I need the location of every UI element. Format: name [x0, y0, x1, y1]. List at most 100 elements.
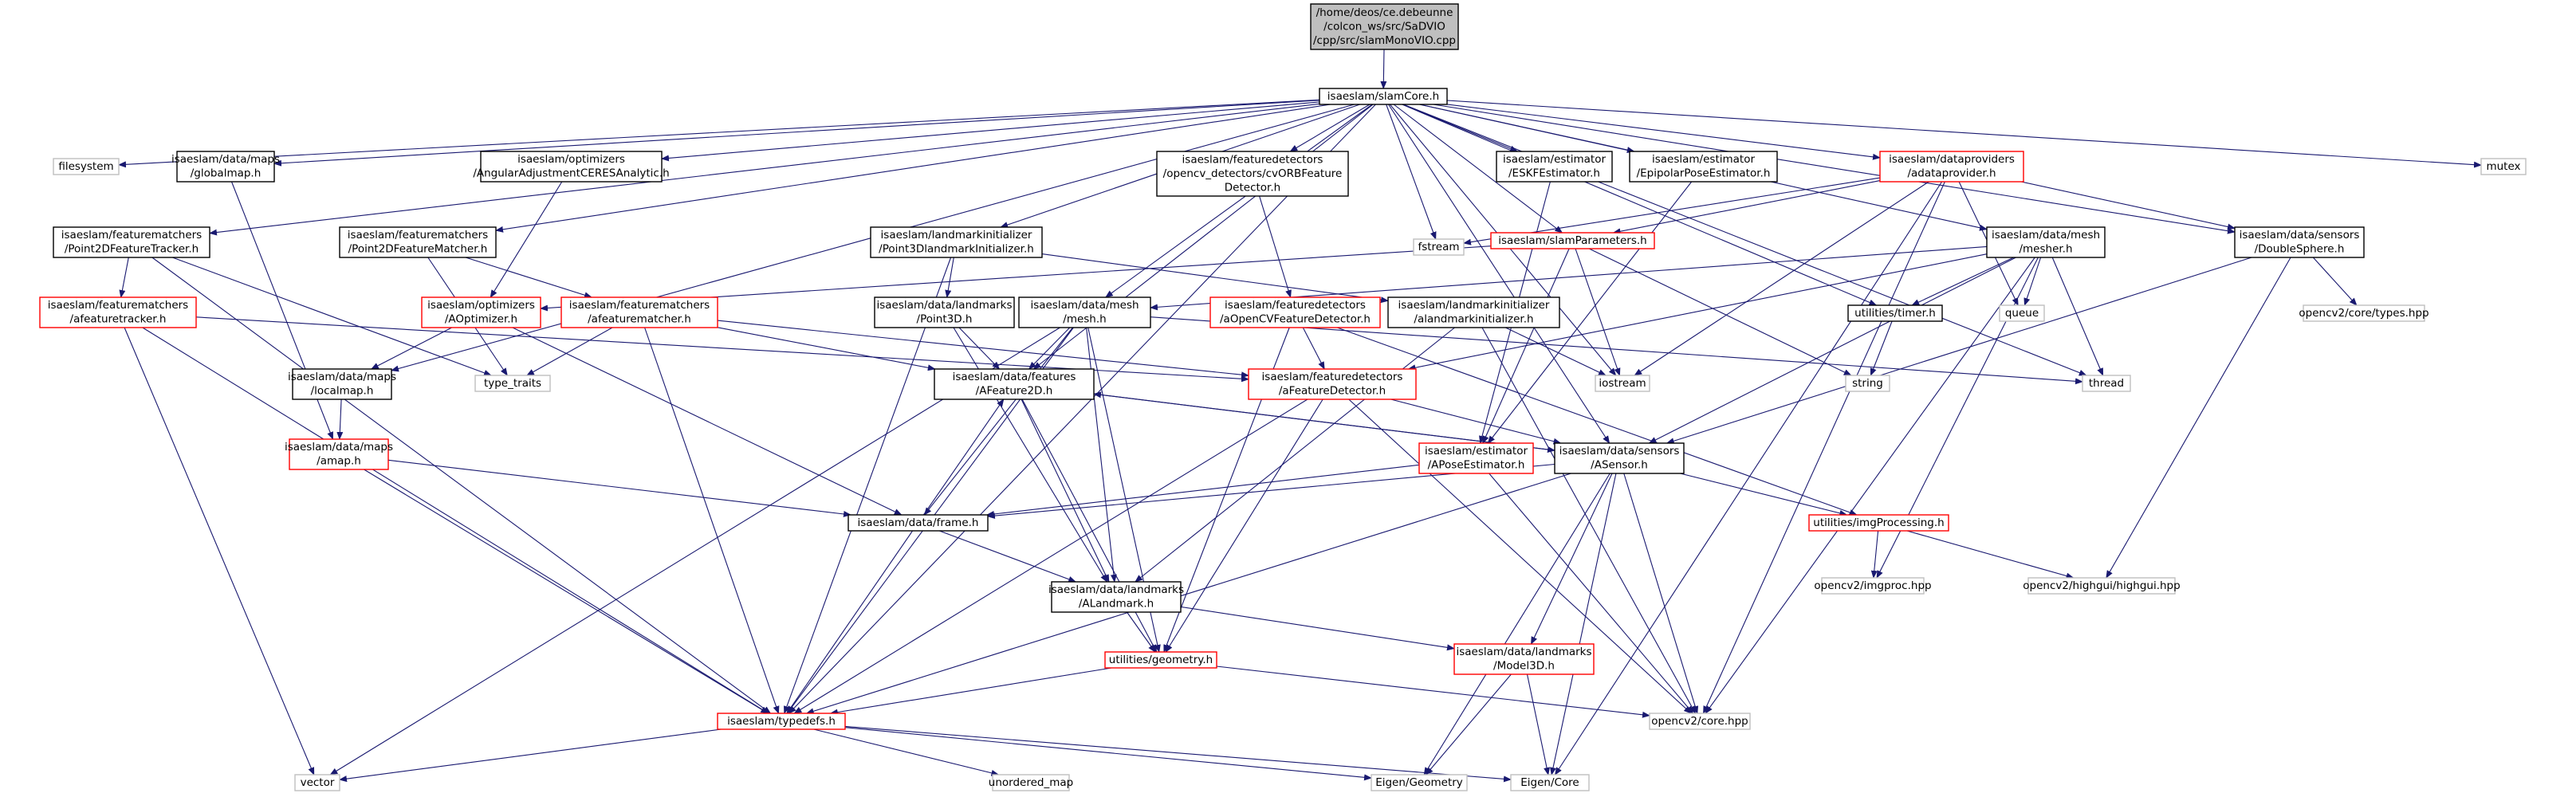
- node-box: [848, 514, 989, 532]
- node-doublesphere[interactable]: isaeslam/data/sensors/DoubleSphere.h: [2234, 226, 2365, 258]
- node-label: fstream: [1418, 241, 1459, 253]
- edge-slamCore-to-filesystem: [118, 99, 1320, 168]
- node-localmap[interactable]: isaeslam/data/maps/localmap.h: [288, 368, 396, 400]
- node-ceres[interactable]: isaeslam/optimizers/AngularAdjustmentCER…: [473, 151, 670, 183]
- node-box: [1319, 88, 1448, 105]
- node-root[interactable]: /home/deos/ce.debeunne/colcon_ws/src/SaD…: [1310, 3, 1459, 50]
- edge-adataprovider-to-eigencore: [1554, 181, 1943, 775]
- edge-mesher-to-queue: [2023, 257, 2042, 306]
- edge-typedefs-to-umap: [813, 728, 1000, 776]
- node-label: thread: [2089, 377, 2124, 390]
- node-label: isaeslam/slamParameters.h: [1498, 234, 1646, 247]
- edge-slamCore-to-mesh: [1104, 104, 1373, 298]
- node-slamCore[interactable]: isaeslam/slamCore.h: [1319, 88, 1448, 105]
- node-afeattracker[interactable]: isaeslam/featurematchers/afeaturetracker…: [39, 296, 197, 328]
- edge-mesher-to-timer: [1911, 257, 2014, 306]
- edge-timer-to-string: [1870, 320, 1893, 376]
- node-asensor[interactable]: isaeslam/data/sensors/ASensor.h: [1554, 442, 1685, 474]
- edge-asensor-to-typedefs: [805, 473, 1571, 715]
- node-cvorb[interactable]: isaeslam/featuredetectors/opencv_detecto…: [1156, 151, 1349, 197]
- node-frame[interactable]: isaeslam/data/frame.h: [848, 514, 989, 532]
- edge-mesh-to-afeature2d: [1028, 327, 1071, 370]
- edge-afeatmatcher-to-typedefs: [644, 327, 780, 714]
- node-label: isaeslam/featurematchers: [569, 299, 710, 312]
- node-mesh[interactable]: isaeslam/data/mesh/mesh.h: [1018, 296, 1151, 328]
- node-filesystem: filesystem: [53, 158, 120, 175]
- node-label: /cpp/src/slamMonoVIO.cpp: [1313, 34, 1456, 47]
- edge-afeattracker-to-typedefs: [142, 327, 769, 714]
- node-typedefs[interactable]: isaeslam/typedefs.h: [717, 713, 846, 730]
- node-label: string: [1852, 377, 1883, 390]
- node-box: [1413, 238, 1465, 256]
- node-label: isaeslam/data/sensors: [2240, 229, 2360, 241]
- node-label: isaeslam/data/maps: [285, 441, 393, 454]
- node-label: /DoubleSphere.h: [2255, 243, 2345, 256]
- node-label: /AOptimizer.h: [445, 313, 517, 326]
- node-geometry[interactable]: utilities/geometry.h: [1104, 651, 1217, 669]
- node-model3d[interactable]: isaeslam/data/landmarks/Model3D.h: [1453, 643, 1595, 675]
- node-cvimgproc: opencv2/imgproc.hpp: [1814, 577, 1932, 595]
- edge-doublesphere-to-highgui: [2106, 257, 2291, 579]
- node-label: /afeaturetracker.h: [70, 313, 167, 326]
- node-label: utilities/timer.h: [1854, 307, 1936, 320]
- node-eskf[interactable]: isaeslam/estimator/ESKFEstimator.h: [1496, 151, 1613, 183]
- node-slamParams[interactable]: isaeslam/slamParameters.h: [1490, 232, 1655, 249]
- node-afeatdet[interactable]: isaeslam/featuredetectors/aFeatureDetect…: [1248, 368, 1417, 400]
- node-globalmap[interactable]: isaeslam/data/maps/globalmap.h: [171, 151, 280, 183]
- node-label: /mesh.h: [1063, 313, 1106, 326]
- edge-p3dinit-to-point3d: [945, 257, 954, 298]
- node-p2dtracker[interactable]: isaeslam/featurematchers/Point2DFeatureT…: [53, 226, 210, 258]
- node-box: [1986, 226, 2106, 258]
- node-label: /aFeatureDetector.h: [1279, 385, 1386, 398]
- node-box: [1453, 643, 1595, 675]
- node-fstream: fstream: [1413, 238, 1465, 256]
- node-box: [1847, 304, 1943, 322]
- node-mesher[interactable]: isaeslam/data/mesh/mesher.h: [1986, 226, 2106, 258]
- node-aopencvdet[interactable]: isaeslam/featuredetectors/aOpenCVFeature…: [1209, 296, 1381, 328]
- node-label: isaeslam/featurematchers: [61, 229, 202, 241]
- node-adataprovider[interactable]: isaeslam/dataproviders/adataprovider.h: [1879, 151, 2024, 183]
- node-timer[interactable]: utilities/timer.h: [1847, 304, 1943, 322]
- node-box: [480, 151, 663, 183]
- node-label: /EpipolarPoseEstimator.h: [1637, 167, 1771, 180]
- edge-asensor-to-eigencore: [1550, 473, 1617, 775]
- edge-slamCore-to-mutex: [1446, 100, 2482, 168]
- edge-frame-to-typedefs: [786, 530, 914, 714]
- node-label: filesystem: [58, 160, 113, 173]
- edge-mesher-to-asensor: [1648, 257, 2016, 444]
- node-string: string: [1845, 375, 1890, 392]
- node-afeature2d[interactable]: isaeslam/data/features/AFeature2D.h: [934, 368, 1095, 400]
- node-thread: thread: [2082, 375, 2131, 392]
- node-box: [1649, 713, 1751, 730]
- node-label: /Point2DFeatureTracker.h: [65, 243, 199, 256]
- node-aoptimizer[interactable]: isaeslam/optimizers/AOptimizer.h: [421, 296, 541, 328]
- node-afeatmatcher[interactable]: isaeslam/featurematchers/afeaturematcher…: [560, 296, 718, 328]
- edge-slamCore-to-globalmap: [273, 100, 1320, 167]
- node-box: [2303, 304, 2425, 322]
- node-box: [934, 368, 1095, 400]
- edge-slamCore-to-adataprovider: [1446, 104, 1881, 160]
- node-label: isaeslam/data/maps: [171, 153, 280, 166]
- node-box: [1554, 442, 1685, 474]
- edge-afeature2d-to-geometry: [1021, 399, 1158, 653]
- edge-slamCore-to-slamParams: [1393, 104, 1563, 234]
- node-alminit[interactable]: isaeslam/landmarkinitializer/alandmarkin…: [1387, 296, 1560, 328]
- node-p2dmatcher[interactable]: isaeslam/featurematchers/Point2DFeatureM…: [339, 226, 497, 258]
- node-label: isaeslam/featuredetectors: [1262, 371, 1403, 383]
- node-amap[interactable]: isaeslam/data/maps/amap.h: [285, 438, 393, 470]
- node-aposeest[interactable]: isaeslam/estimator/APoseEstimator.h: [1418, 442, 1534, 474]
- node-label: isaeslam/featurematchers: [348, 229, 488, 241]
- node-epipolar[interactable]: isaeslam/estimator/EpipolarPoseEstimator…: [1629, 151, 1778, 183]
- edge-slamCore-to-thread: [1402, 104, 2087, 376]
- edge-amap-to-frame: [387, 459, 851, 517]
- node-label: /Point2DFeatureMatcher.h: [348, 243, 488, 256]
- node-imgproc[interactable]: utilities/imgProcessing.h: [1808, 514, 1949, 532]
- edge-alminit-to-iostream: [1505, 327, 1607, 376]
- node-box: [717, 713, 846, 730]
- node-alandmark[interactable]: isaeslam/data/landmarks/ALandmark.h: [1048, 581, 1184, 613]
- node-label: isaeslam/data/features: [953, 371, 1076, 383]
- node-box: [1051, 581, 1182, 613]
- node-p3dinit[interactable]: isaeslam/landmarkinitializer/Point3Dland…: [870, 226, 1043, 258]
- node-point3d[interactable]: isaeslam/data/landmarks/Point3D.h: [874, 296, 1015, 328]
- edge-imgproc-to-cvimgproc: [1870, 530, 1879, 579]
